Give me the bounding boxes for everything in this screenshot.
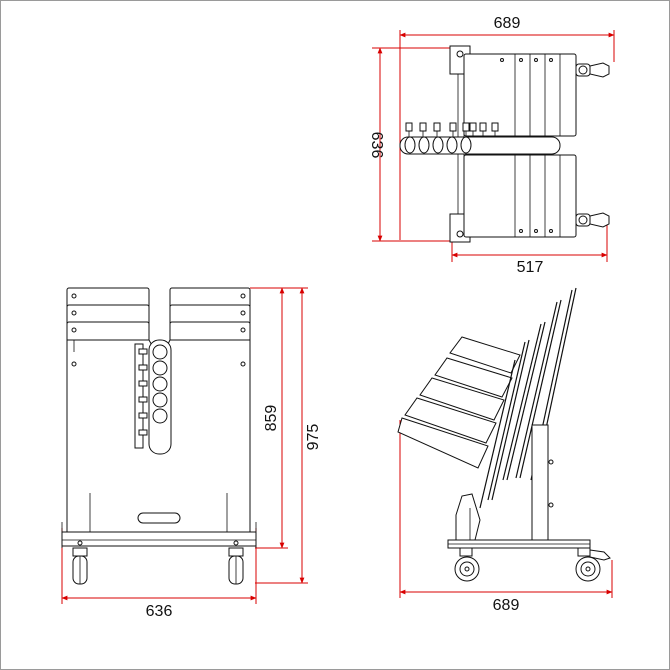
front-handle-slot [137, 512, 181, 524]
top-handle-upper [575, 62, 610, 78]
side-caster-left [454, 547, 480, 582]
side-rear-upright [531, 424, 549, 544]
side-caster-right [575, 547, 611, 582]
top-tube-holders [404, 122, 499, 154]
side-trays [397, 336, 521, 469]
front-width-label: 636 [146, 603, 173, 620]
front-caster-right [228, 547, 244, 585]
front-base [61, 531, 257, 547]
top-width-label: 689 [494, 15, 521, 32]
front-total-height-label: 975 [305, 424, 322, 451]
top-handle-lower [575, 212, 610, 228]
side-front-support [455, 493, 481, 541]
front-trays-right [169, 287, 251, 343]
side-depth-label: 689 [493, 597, 520, 614]
top-wheelbase-label: 517 [517, 259, 544, 276]
front-tube-column [134, 339, 172, 455]
side-rods [479, 287, 577, 509]
front-view: 859 975 636 [61, 287, 322, 620]
top-tray-stack-upper [463, 53, 577, 137]
front-caster-left [72, 547, 88, 585]
front-view-dimensions [61, 287, 308, 604]
top-view-dimensions [372, 30, 615, 262]
front-height-label: 859 [263, 405, 280, 432]
top-view: 689 636 517 [368, 15, 615, 276]
side-view: 689 [397, 287, 613, 614]
front-trays-left [66, 287, 150, 343]
side-view-dimensions [399, 420, 613, 598]
top-depth-label: 636 [368, 132, 385, 159]
top-tray-stack-lower [463, 154, 577, 238]
